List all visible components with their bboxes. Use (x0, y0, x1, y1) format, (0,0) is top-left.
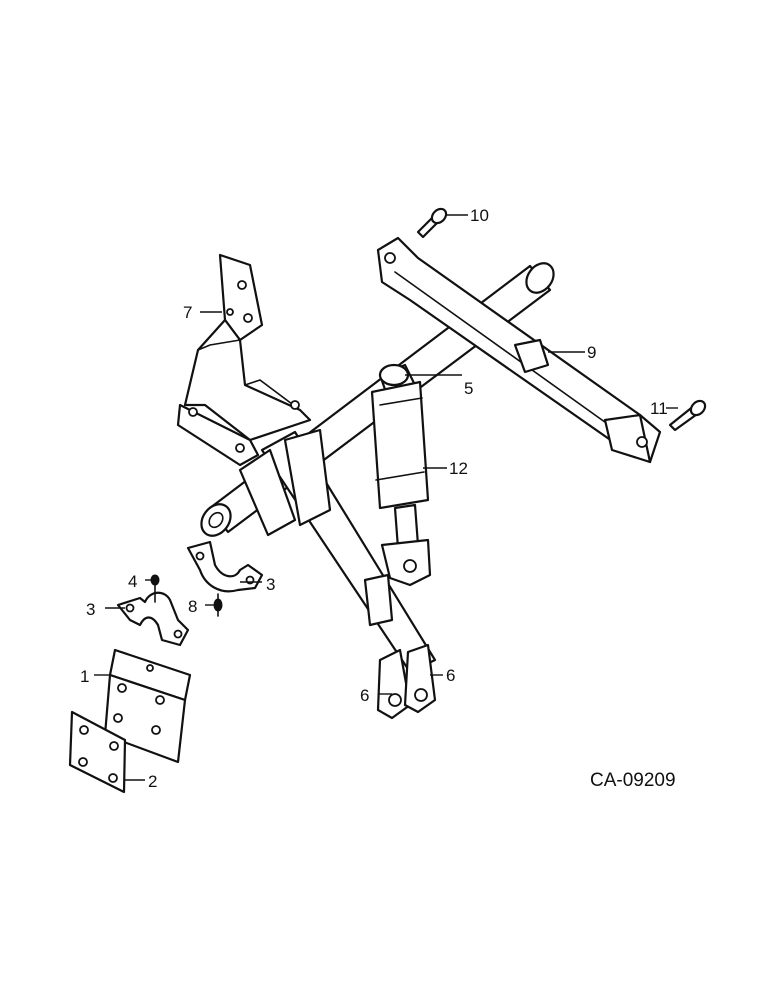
pin-10 (416, 207, 448, 239)
callout-11: 11 (650, 399, 668, 418)
callout-4: 4 (128, 572, 137, 591)
hydraulic-cylinder (370, 363, 432, 587)
callout-2: 2 (148, 772, 157, 791)
callout-6-left: 6 (360, 686, 369, 705)
callout-7: 7 (183, 303, 192, 322)
callout-9: 9 (587, 343, 596, 362)
callout-6-right: 6 (446, 666, 455, 685)
callout-1: 1 (80, 667, 89, 686)
callout-3-lower: 3 (86, 600, 95, 619)
flat-plate (68, 710, 127, 794)
callout-12: 12 (449, 459, 468, 478)
lower-lift-arms (238, 428, 437, 720)
nut-8 (213, 593, 223, 617)
upper-lift-arm (376, 236, 662, 464)
leader-lines (94, 214, 678, 781)
mounting-bracket (176, 253, 312, 467)
saddle-clamp-lower (116, 591, 190, 647)
saddle-clamp-upper (186, 540, 264, 593)
callout-3-upper: 3 (266, 575, 275, 594)
pin-11 (668, 399, 707, 432)
callout-5: 5 (464, 379, 473, 398)
drawing-id: CA-09209 (590, 770, 676, 791)
callout-8: 8 (188, 597, 197, 616)
callout-10: 10 (470, 206, 489, 225)
callouts: 10 7 9 5 11 12 4 3 3 8 1 6 6 2 (80, 206, 668, 791)
bolt-4 (150, 574, 160, 603)
